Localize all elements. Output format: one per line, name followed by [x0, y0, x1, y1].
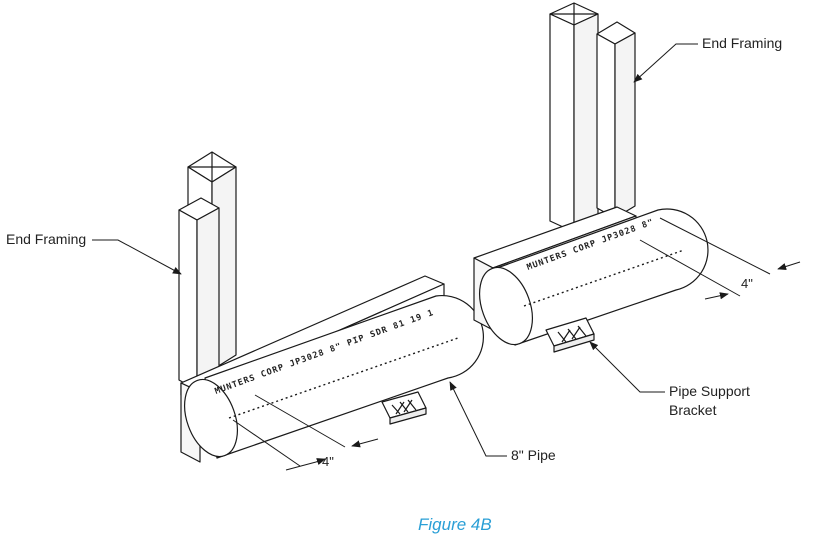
figure-caption: Figure 4B [418, 515, 492, 534]
support-bracket-label-line2: Bracket [669, 402, 717, 418]
end-framing-right-label: End Framing [702, 35, 782, 51]
callout-leaders [92, 43, 698, 457]
end-framing-left-label: End Framing [6, 231, 86, 247]
right-back-post [549, 2, 599, 233]
right-dimension-label: 4" [741, 276, 753, 291]
right-pipe [479, 208, 709, 346]
right-support-bracket [545, 317, 595, 353]
left-assembly [178, 151, 484, 463]
left-dimension [232, 394, 379, 471]
right-dimension [639, 217, 801, 300]
pipe-label: 8" Pipe [511, 447, 556, 463]
left-front-post [178, 197, 220, 391]
left-dimension-label: 4" [322, 454, 334, 469]
left-pipe [184, 294, 484, 459]
right-assembly [473, 2, 709, 353]
left-support-bracket [381, 391, 427, 425]
right-front-post [596, 21, 636, 219]
support-bracket-label-line1: Pipe Support [669, 383, 750, 399]
